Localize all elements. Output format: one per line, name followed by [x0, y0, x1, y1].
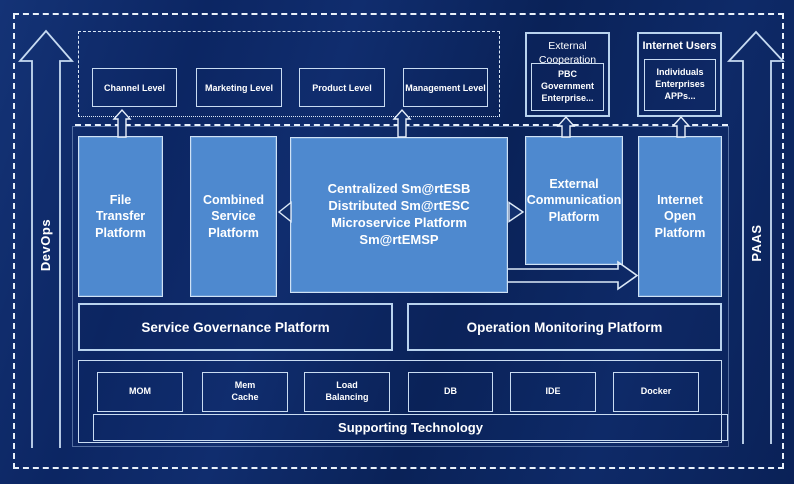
- db-label: DB: [444, 386, 457, 397]
- product-level-box: Product Level: [299, 68, 385, 107]
- service-governance-platform-label: Service Governance Platform: [141, 319, 330, 335]
- internet-users-inner-label: Individuals Enterprises APPs...: [655, 67, 705, 101]
- devops-arrow-icon: [18, 29, 74, 448]
- up-arrow-file-transfer-icon: [112, 108, 132, 138]
- ide-box: IDE: [510, 372, 596, 412]
- operation-monitoring-platform-label: Operation Monitoring Platform: [466, 319, 663, 335]
- supporting-technology-section: [78, 360, 722, 443]
- mem-cache-box: Mem Cache: [202, 372, 288, 412]
- levels-group-box: [78, 31, 500, 117]
- internet-users-box: Internet Users: [637, 32, 722, 117]
- paas-arrow-icon: [726, 30, 786, 444]
- internet-open-platform-box: Internet Open Platform: [638, 136, 722, 297]
- combined-service-platform-box: Combined Service Platform: [190, 136, 277, 297]
- mom-box: MOM: [97, 372, 183, 412]
- docker-label: Docker: [640, 386, 672, 397]
- right-arrow-esb-to-external-icon: [508, 201, 525, 223]
- internet-open-platform-label: Internet Open Platform: [654, 193, 706, 240]
- management-level-box: Management Level: [403, 68, 488, 107]
- up-arrow-internet-open-icon: [671, 115, 691, 138]
- up-arrow-esb-icon: [392, 108, 412, 138]
- supporting-technology-label: Supporting Technology: [338, 420, 483, 435]
- file-transfer-platform-label: File Transfer Platform: [95, 193, 146, 240]
- marketing-level-box: Marketing Level: [196, 68, 282, 107]
- load-balancing-label: Load Balancing: [325, 380, 369, 402]
- db-box: DB: [408, 372, 493, 412]
- mom-label: MOM: [129, 386, 151, 397]
- supporting-technology-bar: Supporting Technology: [93, 414, 728, 441]
- combined-service-platform-label: Combined Service Platform: [202, 193, 265, 240]
- esb-platform-box: Centralized Sm@rtESB Distributed Sm@rtES…: [290, 137, 508, 293]
- ide-label: IDE: [545, 386, 561, 397]
- service-governance-platform-box: Service Governance Platform: [78, 303, 393, 351]
- external-communication-platform-box: External Communication Platform: [525, 136, 623, 265]
- right-arrow-esb-to-internet-open-icon: [508, 260, 639, 291]
- load-balancing-box: Load Balancing: [304, 372, 390, 412]
- marketing-level-label: Marketing Level: [204, 82, 274, 93]
- pbc-government-label: PBC Government Enterprise...: [540, 69, 594, 103]
- up-arrow-external-communication-icon: [556, 115, 576, 138]
- channel-level-box: Channel Level: [92, 68, 177, 107]
- internet-users-inner-box: Individuals Enterprises APPs...: [644, 59, 716, 111]
- outer-dashed-border: [13, 13, 784, 469]
- file-transfer-platform-box: File Transfer Platform: [78, 136, 163, 297]
- operation-monitoring-platform-box: Operation Monitoring Platform: [407, 303, 722, 351]
- pbc-government-box: PBC Government Enterprise...: [531, 63, 604, 111]
- esb-platform-label: Centralized Sm@rtESB Distributed Sm@rtES…: [327, 181, 471, 247]
- channel-level-label: Channel Level: [103, 82, 166, 93]
- docker-box: Docker: [613, 372, 699, 412]
- product-level-label: Product Level: [312, 82, 372, 93]
- internet-users-title: Internet Users: [642, 40, 717, 52]
- management-level-label: Management Level: [405, 82, 486, 93]
- external-cooperation-box: External Cooperation: [525, 32, 610, 117]
- external-communication-platform-label: External Communication Platform: [526, 177, 622, 224]
- mem-cache-label: Mem Cache: [231, 380, 259, 402]
- left-arrow-esb-to-combined-icon: [277, 201, 292, 223]
